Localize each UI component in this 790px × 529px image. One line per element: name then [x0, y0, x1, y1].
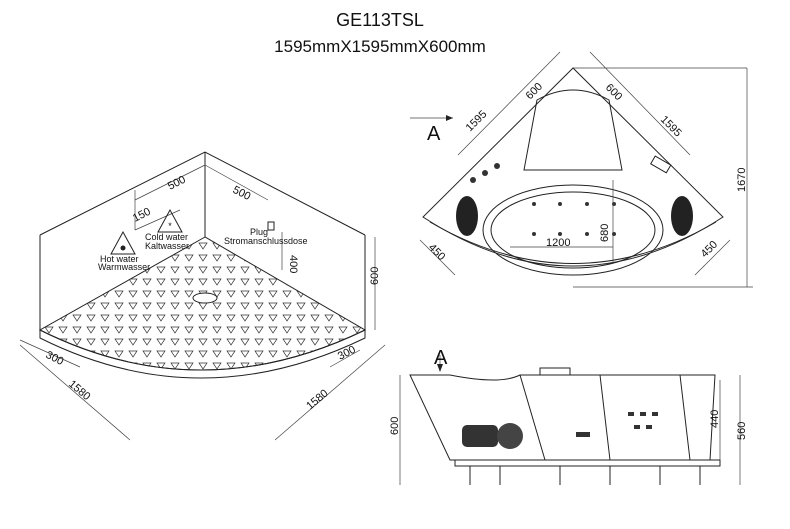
- model-title: GE113TSL: [336, 10, 424, 30]
- dim-front-left: 450: [426, 242, 447, 263]
- dim-side-left: 1580: [66, 378, 92, 403]
- control-panel: [650, 155, 672, 174]
- dim-offset: 150: [131, 206, 153, 225]
- model-dimensions: 1595mmX1595mmX600mm: [274, 37, 486, 56]
- svg-text:*: *: [168, 221, 172, 231]
- dim-total-height: 600: [389, 417, 401, 435]
- dim-seat-right: 600: [603, 82, 624, 103]
- base-frame: [454, 459, 721, 467]
- plug-label: Plug: [250, 227, 268, 237]
- dim-front-right: 450: [699, 239, 720, 260]
- dim-edge-right: 300: [336, 344, 358, 363]
- dim-side-right: 1580: [304, 387, 330, 412]
- pillow-right: [671, 196, 693, 236]
- dim-basin-width: 680: [599, 224, 611, 242]
- room-view: 500 500 150 400 600 300 300 1580 1580 * …: [19, 151, 386, 441]
- tray-front-edge: [39, 329, 366, 379]
- headrest-seat: [523, 89, 623, 171]
- room-walls: [39, 151, 366, 330]
- dim-overall-height: 560: [736, 422, 748, 440]
- feet: [469, 466, 701, 485]
- tub-outline: [422, 67, 724, 267]
- view-marker-a: A: [427, 123, 441, 145]
- hot-water-label: Hot water: [100, 254, 139, 264]
- hot-water-icon: [110, 230, 136, 255]
- cold-water-label: Cold water: [145, 232, 188, 242]
- pillow-left: [456, 196, 478, 236]
- side-view: A 600 440 560: [389, 347, 748, 485]
- dim-plug-height: 400: [287, 255, 299, 273]
- dim-wall-right: 500: [231, 184, 253, 203]
- dim-wall-left: 500: [166, 174, 188, 193]
- drain-icon: [192, 292, 218, 304]
- dim-side-left: 1595: [464, 108, 490, 134]
- pump-motor: [462, 423, 523, 449]
- dim-wall-height: 600: [369, 267, 381, 285]
- cold-water-icon: [157, 208, 183, 233]
- plug-label-de: Stromanschlussdose: [224, 236, 308, 246]
- tub-side-outline: [409, 374, 716, 461]
- dim-basin-length: 1200: [546, 237, 570, 249]
- view-marker-a: A: [434, 347, 448, 369]
- cold-water-label-de: Kaltwasser: [145, 241, 189, 251]
- dim-edge-left: 300: [44, 349, 66, 368]
- hot-water-label-de: Warmwasser: [98, 262, 150, 272]
- top-view: A 1595 1595 600 600 450 450 1670 1200 68…: [410, 51, 753, 288]
- dim-depth: 1670: [736, 168, 748, 192]
- basin: [482, 184, 664, 276]
- dim-basin-depth: 440: [709, 410, 721, 428]
- plug-icon: [267, 221, 275, 231]
